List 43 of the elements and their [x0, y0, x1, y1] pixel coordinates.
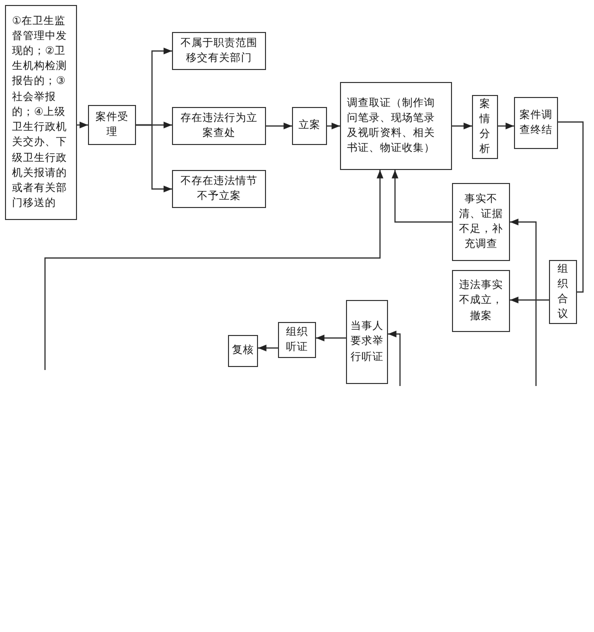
- box-label: 存在违法行为立案查处: [180, 110, 258, 141]
- process-box: [452, 183, 510, 261]
- arrow: [498, 122, 514, 130]
- box-label: 案件调查终结: [518, 108, 554, 138]
- process-box: [472, 95, 498, 159]
- box-label: 组织听证: [285, 324, 309, 355]
- process-box: [88, 105, 136, 145]
- box-label: ①在卫生监督管理中发现的；②卫生机构检测报告的；③社会举报的；④上级卫生行政机关交办、下级卫生行政机关报请的或者有关部门移送的: [12, 14, 68, 212]
- process-box: [228, 335, 258, 367]
- box-label: 事实不清、证据不足，补充调查: [459, 192, 503, 252]
- arrow: [510, 218, 537, 386]
- box-label: 复核: [232, 343, 254, 358]
- process-box: [278, 322, 316, 358]
- arrow: [327, 122, 340, 130]
- process-box: [549, 260, 577, 324]
- process-box: [452, 270, 510, 332]
- box-label: 组织合议: [556, 262, 570, 322]
- box-label: 立案: [298, 118, 320, 134]
- process-box: [172, 107, 266, 145]
- arrow: [44, 170, 384, 370]
- arrow: [392, 170, 452, 223]
- arrow: [452, 122, 472, 130]
- arrow: [388, 330, 401, 386]
- box-label: 当事人要求举行听证: [350, 319, 384, 365]
- process-box: [172, 170, 266, 208]
- arrow: [316, 334, 346, 342]
- box-label: 调查取证（制作询问笔录、现场笔录及视听资料、相关书证、物证收集）: [347, 96, 436, 156]
- process-box: [292, 107, 327, 145]
- box-label: 不属于职责范围移交有关部门: [180, 36, 258, 66]
- process-box: [5, 5, 77, 220]
- arrow: [77, 122, 88, 128]
- arrow: [266, 122, 292, 130]
- process-box: [346, 300, 388, 384]
- process-box: [340, 82, 452, 170]
- box-label: 不存在违法情节不予立案: [180, 174, 258, 204]
- arrow: [136, 124, 172, 192]
- arrow: [258, 344, 278, 352]
- process-box: [172, 32, 266, 70]
- box-label: 违法事实不成立，撤案: [459, 278, 503, 324]
- process-box: [514, 97, 558, 149]
- arrow: [510, 296, 549, 304]
- box-label: 案情分析: [478, 96, 492, 158]
- box-label: 案件受理: [94, 110, 130, 140]
